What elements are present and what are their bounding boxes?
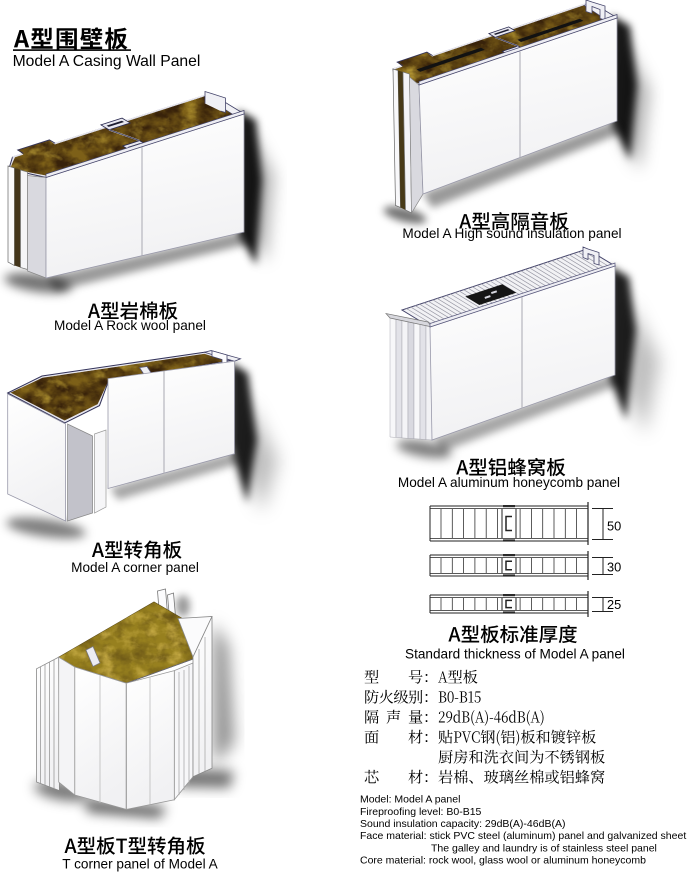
svg-text:Fireproofing level: B0-B15: Fireproofing level: B0-B15 <box>360 806 482 818</box>
svg-text:Sound insulation capacity: 29d: Sound insulation capacity: 29dB(A)-46dB(… <box>360 818 565 830</box>
svg-text:Model: Model A panel: Model: Model A panel <box>360 794 460 806</box>
svg-text:Model A Casing Wall Panel: Model A Casing Wall Panel <box>13 53 201 70</box>
svg-text:The galley and laundry is of s: The galley and laundry is of stainless s… <box>431 842 657 854</box>
svg-text:Face material: stick PVC steel: Face material: stick PVC steel (aluminum… <box>360 830 686 842</box>
svg-text:Model A corner panel: Model A corner panel <box>71 560 199 575</box>
svg-text:Core material: rock wool, glas: Core material: rock wool, glass wool or … <box>360 855 646 867</box>
svg-text:T corner panel of Model A: T corner panel of Model A <box>62 856 218 871</box>
svg-text:30: 30 <box>607 560 621 575</box>
svg-text:Model A aluminum honeycomb pa: Model A aluminum honeycomb panel <box>398 475 620 490</box>
svg-text:50: 50 <box>607 519 621 534</box>
svg-text:Model A High sound insulation: Model A High sound insulation panel <box>402 226 621 241</box>
svg-text:25: 25 <box>607 597 621 612</box>
svg-text:Model A Rock wool panel: Model A Rock wool panel <box>54 318 206 333</box>
svg-text:Standard thickness of Model A: Standard thickness of Model A panel <box>405 647 625 662</box>
